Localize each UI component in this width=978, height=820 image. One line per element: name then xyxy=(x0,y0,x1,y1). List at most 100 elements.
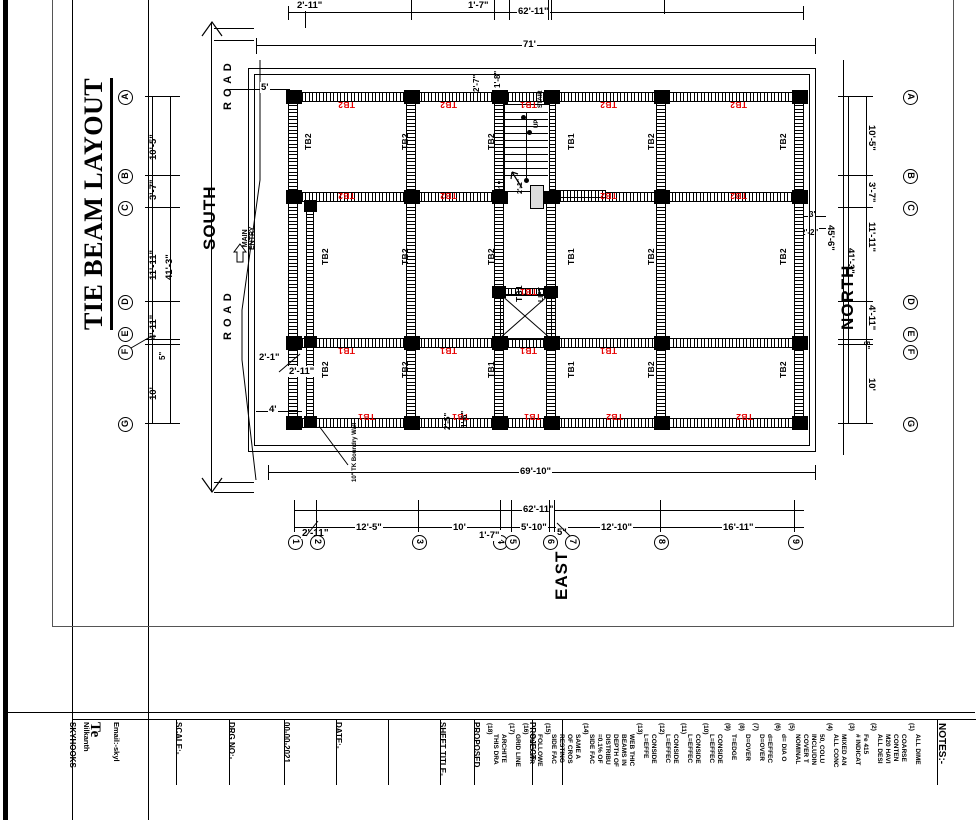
column-e3 xyxy=(404,336,420,350)
grid-bubble-d[interactable]: D xyxy=(118,295,133,310)
dim-bottom-2-3: 12'-5" xyxy=(355,522,383,533)
dim-leader-left-a xyxy=(278,353,301,373)
tb-sheet-title-label: SHEET TITLE- xyxy=(438,722,447,776)
grid-bubble-f[interactable]: F xyxy=(118,345,133,360)
beam-row-c-stair xyxy=(546,190,606,198)
note-number: (7) xyxy=(752,723,759,731)
stair-up-arrow-icon xyxy=(510,171,523,189)
grid-bubble-8[interactable]: 8 xyxy=(654,535,669,550)
note-text-line: WEB THIC xyxy=(628,734,635,767)
dim-right-bc: 3'-7" xyxy=(866,182,877,203)
boundary-wall-leader xyxy=(318,425,349,466)
grid-bubble-7[interactable]: 7 xyxy=(565,535,580,550)
note-number: (15) xyxy=(544,723,551,735)
column-a1 xyxy=(286,90,302,104)
dim-tick-bottom-overall-l xyxy=(268,465,269,480)
grid-bubble-1[interactable]: 1 xyxy=(288,535,303,550)
note-number: (11) xyxy=(680,723,687,735)
note-text-line: DISTRIBU xyxy=(604,734,611,765)
note-text-line: =0.1% OF xyxy=(596,734,603,764)
tb-cell-project: PROJECT- xyxy=(528,720,563,785)
grid-bubble-c[interactable]: C xyxy=(118,201,133,216)
note-text-line: d= DIA O xyxy=(780,734,787,762)
grid-bubble-d-right[interactable]: D xyxy=(903,295,918,310)
grid-bubble-g[interactable]: G xyxy=(118,417,133,432)
tb-scale-label: SCALE:- xyxy=(174,722,183,755)
dim-line-left-offset-c xyxy=(256,411,302,412)
grid-bubble-e[interactable]: E xyxy=(118,327,133,342)
dim-line-left-inner xyxy=(152,96,153,423)
dim-bottom-8-9: 16'-11" xyxy=(722,522,755,533)
dim-left-overall: 41'-3" xyxy=(164,254,175,280)
note-text-line: M20 HAVI xyxy=(884,734,891,764)
grid-bubble-2[interactable]: 2 xyxy=(310,535,325,550)
tb-drgno-label: DRG NO:- xyxy=(227,722,236,760)
sheet-border-line-1 xyxy=(72,0,73,820)
note-number: (10) xyxy=(702,723,709,735)
dim-tick-top-overall-r xyxy=(815,38,816,54)
grid-bubble-e-right[interactable]: E xyxy=(903,327,918,342)
column-g8 xyxy=(654,416,670,430)
grid-bubble-9[interactable]: 9 xyxy=(788,535,803,550)
tb-cell-firm: Te Email:-skyl Nilkanth SKYHOOKS xyxy=(68,720,177,785)
beam-label-v-2: TB2 xyxy=(486,133,496,150)
note-text-line: D=OVER xyxy=(758,734,765,761)
dim-left-offset-a: 2'-1" xyxy=(258,352,281,363)
note-number: (9) xyxy=(724,723,731,731)
beam-label-v-10: TB2 xyxy=(646,248,656,265)
beam-label-v-7: TB2 xyxy=(400,248,410,265)
grid-bubble-3[interactable]: 3 xyxy=(412,535,427,550)
dim-bottom-3-4: 10' xyxy=(452,522,467,533)
grid-bubble-c-right[interactable]: C xyxy=(903,201,918,216)
beam-row-c-left xyxy=(288,192,504,202)
dim-left-ef: 5" xyxy=(158,351,167,360)
grid-bubble-6[interactable]: 6 xyxy=(543,535,558,550)
grid-ext-g xyxy=(145,423,180,424)
dim-tick-top-overall-l xyxy=(256,38,257,54)
beam-label-v-11: TB2 xyxy=(778,248,788,265)
note-text-line: SIDE FAC xyxy=(550,734,557,764)
section-line-left xyxy=(211,22,212,492)
note-text-line: CONSIDE xyxy=(716,734,723,764)
dim-right-offset-a: 3' xyxy=(808,210,817,219)
grid-bubble-f-right[interactable]: F xyxy=(903,345,918,360)
grid-bubble-5[interactable]: 5 xyxy=(505,535,520,550)
grid-bubble-b[interactable]: B xyxy=(118,169,133,184)
note-number: (5) xyxy=(788,723,795,731)
tb-cell-drgno: DRG NO:- xyxy=(227,720,285,785)
beam-label-v-13: TB2 xyxy=(400,361,410,378)
stair-node xyxy=(527,130,532,135)
dim-tick-top-7 xyxy=(551,0,552,20)
note-number: (17) xyxy=(508,723,515,735)
beam-col-1 xyxy=(288,92,298,428)
grid-bubble-g-right[interactable]: G xyxy=(903,417,918,432)
grid-bubble-a-right[interactable]: A xyxy=(903,90,918,105)
dim-left-offset-b: 2'-11" xyxy=(288,366,316,377)
dim-bottom-inner: 62'-11" xyxy=(522,504,555,515)
section-break-top-icon xyxy=(201,20,223,37)
beam-label-v-9: TB1 xyxy=(566,248,576,265)
grid-ext-5 xyxy=(511,500,512,532)
note-number: (8) xyxy=(738,723,745,731)
stair-label: STAIR xyxy=(538,90,544,108)
grid-ext-d-r xyxy=(838,301,873,302)
column-c3 xyxy=(404,190,420,204)
road-boundary-line xyxy=(241,60,261,480)
beam-label-h-8: TB2 xyxy=(730,191,747,201)
beam-label-v-15: TB1 xyxy=(566,361,576,378)
grid-bubble-b-right[interactable]: B xyxy=(903,169,918,184)
grid-bubble-a[interactable]: A xyxy=(118,90,133,105)
tb-firm: SKYHOOKS xyxy=(68,722,77,768)
dim-right-de: 4'-11" xyxy=(866,305,877,331)
compass-east-label: EAST xyxy=(552,550,571,600)
plan-viewport-frame xyxy=(52,0,954,627)
note-text-line: ARCHITE xyxy=(500,734,507,763)
note-text-line: MIXED AN xyxy=(840,734,847,766)
column-g4 xyxy=(492,416,508,430)
beam-col-3 xyxy=(406,92,416,428)
note-text-line: Fe 415 xyxy=(862,734,869,755)
dim-left-offset-top: 5' xyxy=(260,82,270,93)
stair-node xyxy=(521,115,526,120)
beam-label-v-6: TB2 xyxy=(320,248,330,265)
grid-leader-7 xyxy=(556,522,571,537)
